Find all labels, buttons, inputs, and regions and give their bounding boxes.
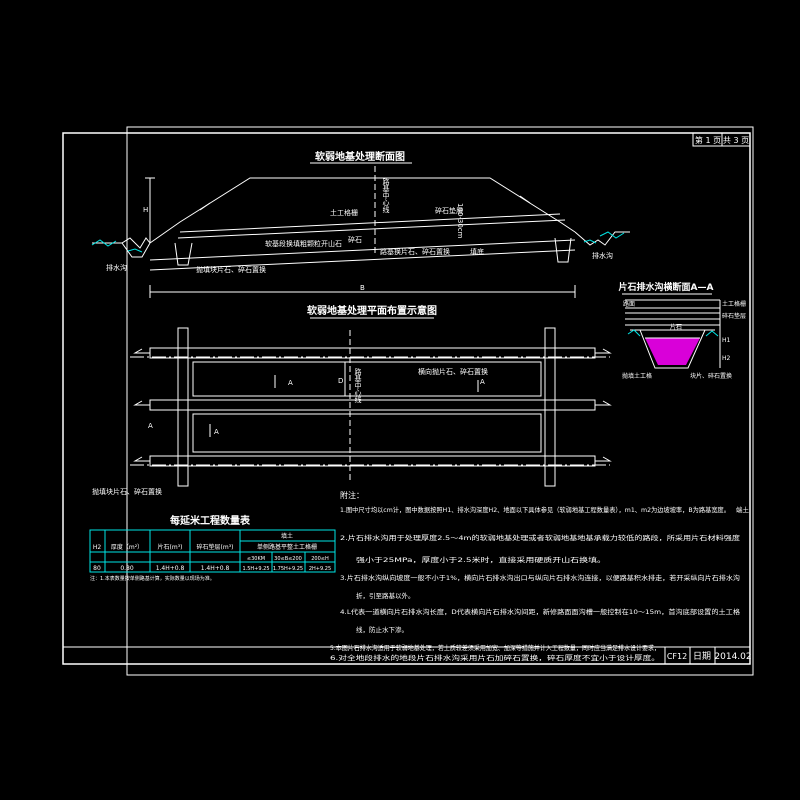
section-stonegravel-label: 抛填块片石、碎石置换 <box>196 265 266 274</box>
notes-block: 附注： 1.图中尺寸均以cm计，图中数据按照H1、排水沟深度H2、地面以下具体参… <box>330 490 750 662</box>
note-6: 6.对全地段排水的地段片石排水沟采用片石加碎石置换，碎石厚度不宜小于设计厚度。 <box>330 653 660 662</box>
outer-frame <box>126 126 754 676</box>
section-embankment <box>92 166 630 298</box>
plan-centerline-label: 路基中心线 <box>354 367 362 403</box>
note-5: 5.本图片石排水沟适用于软弱地基处理，若土质较差须采用加宽、加深等措施并计入工程… <box>330 643 660 652</box>
table-h5: 单侧路基平整土工格栅 <box>257 543 317 551</box>
detail-stone-fill <box>645 337 700 365</box>
table-r6: 1.75H+9.25 <box>273 566 303 572</box>
detail-label-1: 路面 <box>623 300 635 308</box>
note-3: 3.片石排水沟纵向坡度一般不小于1%，横向片石排水沟出口与纵向片石排水沟连接，以… <box>340 573 740 582</box>
note-2: 2.片石排水沟用于处理厚度2.5～4m的软弱地基处理或者软弱地基地基承载力较低的… <box>340 533 741 542</box>
section-thickness-label: 100-30cm <box>456 203 464 239</box>
section-title: 软弱地基处理断面图 <box>315 150 405 163</box>
table-r2: 1.4H+0.8 <box>156 565 185 572</box>
section-drain-left: 排水沟 <box>106 263 127 272</box>
detail-label-2: 土工格栅 <box>722 300 746 308</box>
table-sh2: 200≤H <box>311 556 329 562</box>
section-drain-right: 排水沟 <box>592 251 613 260</box>
table-note: 注：1.本表数量按单侧路基计算，实际数量以现场为准。 <box>90 575 215 582</box>
note-3b: 折，引至路基以外。 <box>356 591 415 600</box>
inner-frame <box>62 132 751 665</box>
section-base-label: B <box>360 284 365 292</box>
detail-label-6: 块片、碎石置换 <box>690 372 732 380</box>
plan-inner-note: 横向抛片石、碎石置换 <box>418 367 488 376</box>
section-gravel2-label: 碎石 <box>348 235 362 244</box>
table-r7: 2H+9.25 <box>309 566 331 572</box>
plan-mark-a4: A <box>480 378 485 386</box>
title-block-top: 第 1 页 共 3 页 <box>692 132 751 147</box>
note-4: 4.L代表一道横向片石排水沟长度，D代表横向片石排水沟间距，新修路面面沟槽一般控… <box>340 607 741 616</box>
note-4b: 线，防止水下渗。 <box>356 625 408 634</box>
table-h3: 碎石垫层(m³) <box>197 543 234 551</box>
table-h2: 片石(m³) <box>158 543 183 551</box>
table-h4: 填土 <box>281 532 293 540</box>
drawing-number: CF12 <box>667 652 687 661</box>
date-label: 日期 <box>693 651 711 662</box>
note-2b: 强小于25MPa，厚度小于2.5米时，直接采用硬质开山石换填。 <box>356 555 606 564</box>
plan-left-note: 抛填块片石、碎石置换 <box>92 487 162 496</box>
section-gravel-label: 碎石垫层 <box>435 206 463 215</box>
detail-label-3: 碎石垫层 <box>722 312 746 320</box>
title-block-bottom: CF12 日期 2014.02 <box>62 646 752 665</box>
detail-h1: H1 <box>722 337 731 344</box>
note-1: 1.图中尺寸均以cm计，图中数据按照H1、排水沟深度H2、地面以下具体参见（软弱… <box>340 505 730 514</box>
table-sh0: ≤30KM <box>247 556 265 562</box>
notes-heading: 附注： <box>340 490 364 500</box>
detail-label-4: 片石 <box>670 323 682 331</box>
table-r3: 1.4H+0.8 <box>201 565 230 572</box>
plan-mark-a2: A <box>214 428 219 436</box>
plan-title: 软弱地基处理平面布置示意图 <box>307 304 437 317</box>
section-centerline-label: 路基中心线 <box>382 177 390 213</box>
section-fill-label: 土工格栅 <box>330 208 358 217</box>
section-stonelayer-label: 路基换片石、碎石置换 <box>380 247 450 256</box>
note-1b: 端土 <box>736 505 750 514</box>
table-h1: 厚度（m²） <box>111 543 143 551</box>
table-r1: 0.80 <box>120 565 134 572</box>
detail-section <box>625 299 721 369</box>
sheet-total: 共 3 页 <box>723 136 749 145</box>
table-h0: H2 <box>93 544 102 551</box>
detail-label-5: 抛填土工格 <box>622 372 652 380</box>
section-stonefill-label: 软基段换填粗颗粒开山石 <box>265 239 342 248</box>
quantity-table <box>89 529 336 573</box>
sheet-number: 第 1 页 <box>695 135 721 145</box>
plan-view <box>130 327 612 487</box>
section-bottom-label: 填底 <box>470 247 484 256</box>
detail-title: 片石排水沟横断面A—A <box>619 281 714 293</box>
plan-mark-a1: A <box>288 379 293 387</box>
table-r0: 80 <box>93 565 101 572</box>
section-soil <box>91 231 625 253</box>
table-r5: 1.5H+9.25 <box>242 566 269 572</box>
table-title: 每延米工程数量表 <box>170 514 251 527</box>
detail-h2: H2 <box>722 355 731 362</box>
date-value: 2014.02 <box>714 652 751 662</box>
section-height-label: H <box>143 206 148 214</box>
table-sh1: 30≤B≤200 <box>274 556 302 562</box>
plan-depth-label: D <box>338 377 343 385</box>
detail-soil <box>627 329 719 337</box>
plan-mark-a3: A <box>148 422 153 430</box>
